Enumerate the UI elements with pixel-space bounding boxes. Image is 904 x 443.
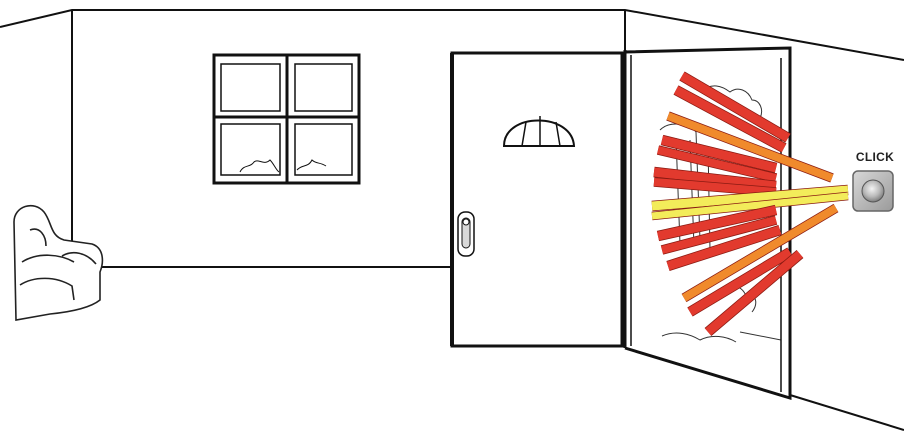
armchair (14, 206, 102, 320)
closed-door (452, 53, 622, 346)
click-label: CLICK (849, 150, 901, 164)
push-button-icon[interactable] (852, 170, 894, 212)
window (214, 55, 359, 183)
door-handle[interactable] (458, 212, 474, 256)
